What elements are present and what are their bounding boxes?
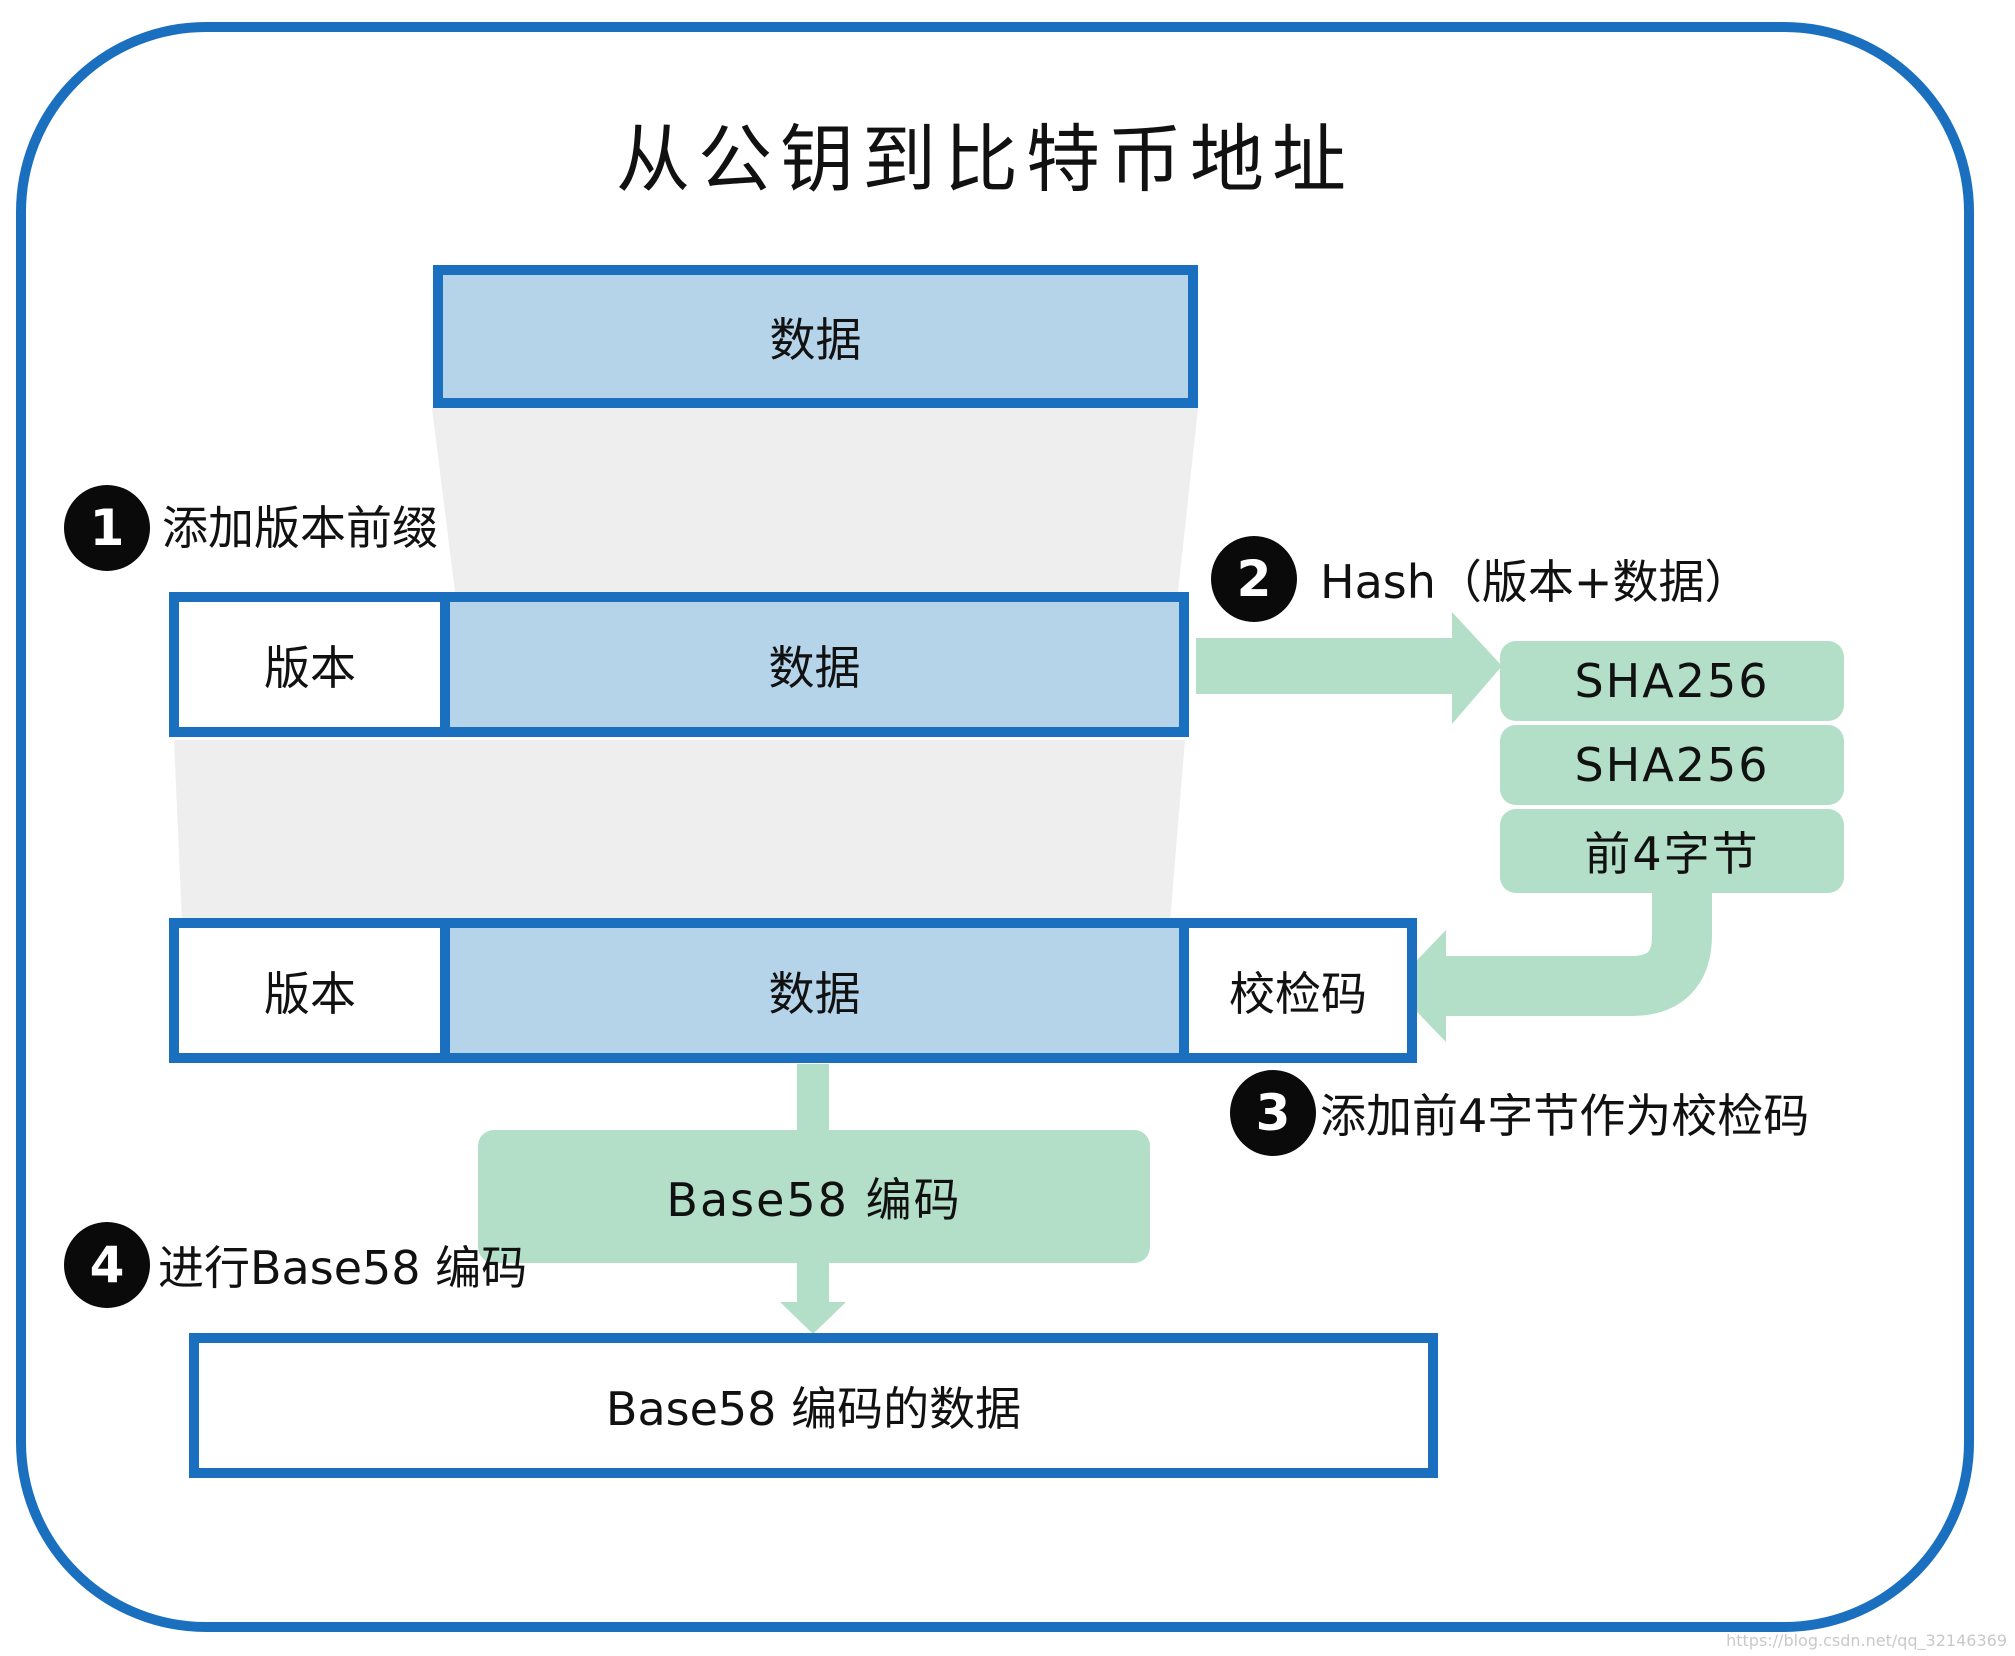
row2-data-box: 数据 bbox=[440, 592, 1189, 737]
row2-version-box: 版本 bbox=[169, 592, 451, 737]
funnel-top bbox=[432, 408, 1198, 592]
row3-data-box: 数据 bbox=[440, 918, 1189, 1063]
watermark: https://blog.csdn.net/qq_32146369 bbox=[1726, 1631, 2007, 1650]
row3-checksum-box: 校检码 bbox=[1179, 918, 1417, 1063]
step-2-text: Hash（版本+数据） bbox=[1320, 555, 1751, 609]
row3-version-label: 版本 bbox=[264, 966, 356, 1021]
step-1-text: 添加版本前缀 bbox=[162, 501, 438, 555]
row2-version-label: 版本 bbox=[264, 640, 356, 695]
step-4-badge: 4 bbox=[64, 1222, 150, 1308]
sha256-step-2-label: SHA256 bbox=[1574, 738, 1770, 792]
step-3-badge: 3 bbox=[1230, 1070, 1316, 1156]
hash-arrow bbox=[1196, 612, 1502, 724]
step-3-text: 添加前4字节作为校检码 bbox=[1320, 1089, 1810, 1143]
diagram-title: 从公钥到比特币地址 bbox=[616, 117, 1354, 203]
first-4-bytes-step: 前4字节 bbox=[1500, 809, 1844, 893]
row3-data-label: 数据 bbox=[768, 966, 861, 1021]
checksum-arrow bbox=[1392, 890, 1712, 1042]
result-label: Base58 编码的数据 bbox=[605, 1381, 1022, 1436]
funnel-middle bbox=[174, 740, 1185, 922]
step-2-badge: 2 bbox=[1211, 536, 1297, 622]
result-box: Base58 编码的数据 bbox=[189, 1333, 1438, 1478]
base58-encode-step: Base58 编码 bbox=[478, 1130, 1150, 1263]
first-4-bytes-label: 前4字节 bbox=[1584, 827, 1760, 881]
diagram-frame bbox=[16, 22, 1974, 1632]
row3-version-box: 版本 bbox=[169, 918, 451, 1063]
step-4-text: 进行Base58 编码 bbox=[158, 1241, 528, 1295]
base58-encode-label: Base58 编码 bbox=[666, 1172, 962, 1227]
top-data-label: 数据 bbox=[769, 312, 862, 367]
base58-arrow bbox=[780, 1064, 846, 1334]
row3-checksum-label: 校检码 bbox=[1229, 966, 1367, 1021]
sha256-step-2: SHA256 bbox=[1500, 725, 1844, 805]
step-1-badge: 1 bbox=[64, 485, 150, 571]
sha256-step-1: SHA256 bbox=[1500, 641, 1844, 721]
row2-data-label: 数据 bbox=[768, 640, 861, 695]
sha256-step-1-label: SHA256 bbox=[1574, 654, 1770, 708]
top-data-box: 数据 bbox=[433, 265, 1198, 408]
